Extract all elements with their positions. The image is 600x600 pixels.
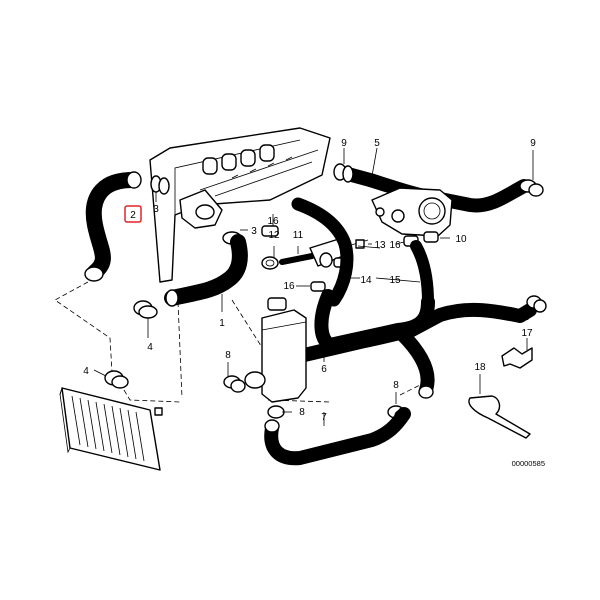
callout-11: 11 bbox=[293, 230, 304, 241]
hose-part-7 bbox=[264, 407, 411, 466]
strap-part-18 bbox=[468, 395, 531, 439]
callout-6: 6 bbox=[321, 364, 327, 375]
hose-part-15 bbox=[410, 240, 434, 308]
bracket-part-17 bbox=[501, 347, 533, 369]
callout-9-lower-right: 9 bbox=[524, 312, 530, 323]
callout-18: 18 bbox=[474, 362, 486, 373]
clamp-part-8-left bbox=[223, 375, 246, 393]
callout-8-left: 8 bbox=[225, 350, 231, 361]
fitting-part-16-a bbox=[261, 225, 279, 237]
callout-3-lower: 3 bbox=[251, 226, 257, 237]
callout-15: 15 bbox=[389, 275, 401, 286]
clamp-part-9-right bbox=[519, 179, 544, 197]
reference-number: 00000585 bbox=[512, 459, 545, 468]
callout-4-lower: 4 bbox=[83, 366, 89, 377]
callout-1: 1 bbox=[219, 318, 225, 329]
callout-7: 7 bbox=[321, 412, 327, 423]
callout-4-upper: 4 bbox=[147, 342, 153, 353]
callout-10: 10 bbox=[455, 234, 467, 245]
callout-12: 12 bbox=[268, 230, 280, 241]
o-ring-part-12 bbox=[261, 256, 279, 270]
callout-3-upper: 3 bbox=[153, 204, 159, 215]
callout-16-d: 16 bbox=[283, 281, 295, 292]
hose-part-1 bbox=[164, 234, 248, 307]
callout-14: 14 bbox=[360, 275, 372, 286]
callouts: 2 3 3 1 4 4 5 9 9 16 12 11 13 16 14 15 1… bbox=[83, 138, 536, 423]
hose-part-2 bbox=[84, 171, 142, 282]
callout-16-c: 16 bbox=[339, 263, 351, 274]
fitting-part-10 bbox=[423, 231, 439, 243]
clamp-part-8-middle bbox=[267, 405, 285, 419]
callout-13: 13 bbox=[374, 240, 386, 251]
callout-17: 17 bbox=[521, 328, 533, 339]
callout-16-a: 16 bbox=[267, 216, 279, 227]
hose-part-6 bbox=[293, 289, 537, 399]
callout-16-b: 16 bbox=[389, 240, 401, 251]
leader-lines bbox=[93, 147, 534, 426]
callout-8-right: 8 bbox=[393, 380, 399, 391]
callout-2: 2 bbox=[130, 210, 136, 221]
callout-9-upper-right: 9 bbox=[530, 138, 536, 149]
callout-2-highlight bbox=[124, 205, 142, 223]
expansion-tank bbox=[244, 297, 307, 403]
valve-part-11 bbox=[279, 237, 369, 268]
callout-5: 5 bbox=[374, 138, 380, 149]
fitting-part-16-d bbox=[310, 281, 326, 292]
hose-part-14 bbox=[291, 197, 354, 307]
clamp-part-3-upper bbox=[150, 175, 170, 195]
callout-8-middle: 8 bbox=[299, 407, 305, 418]
radiator bbox=[59, 387, 163, 471]
clamp-part-4-lower bbox=[104, 370, 129, 389]
valve-housing bbox=[371, 187, 453, 237]
engine-head bbox=[149, 127, 331, 283]
clamp-part-4-upper bbox=[133, 300, 158, 319]
callout-9-upper-left: 9 bbox=[341, 138, 347, 149]
